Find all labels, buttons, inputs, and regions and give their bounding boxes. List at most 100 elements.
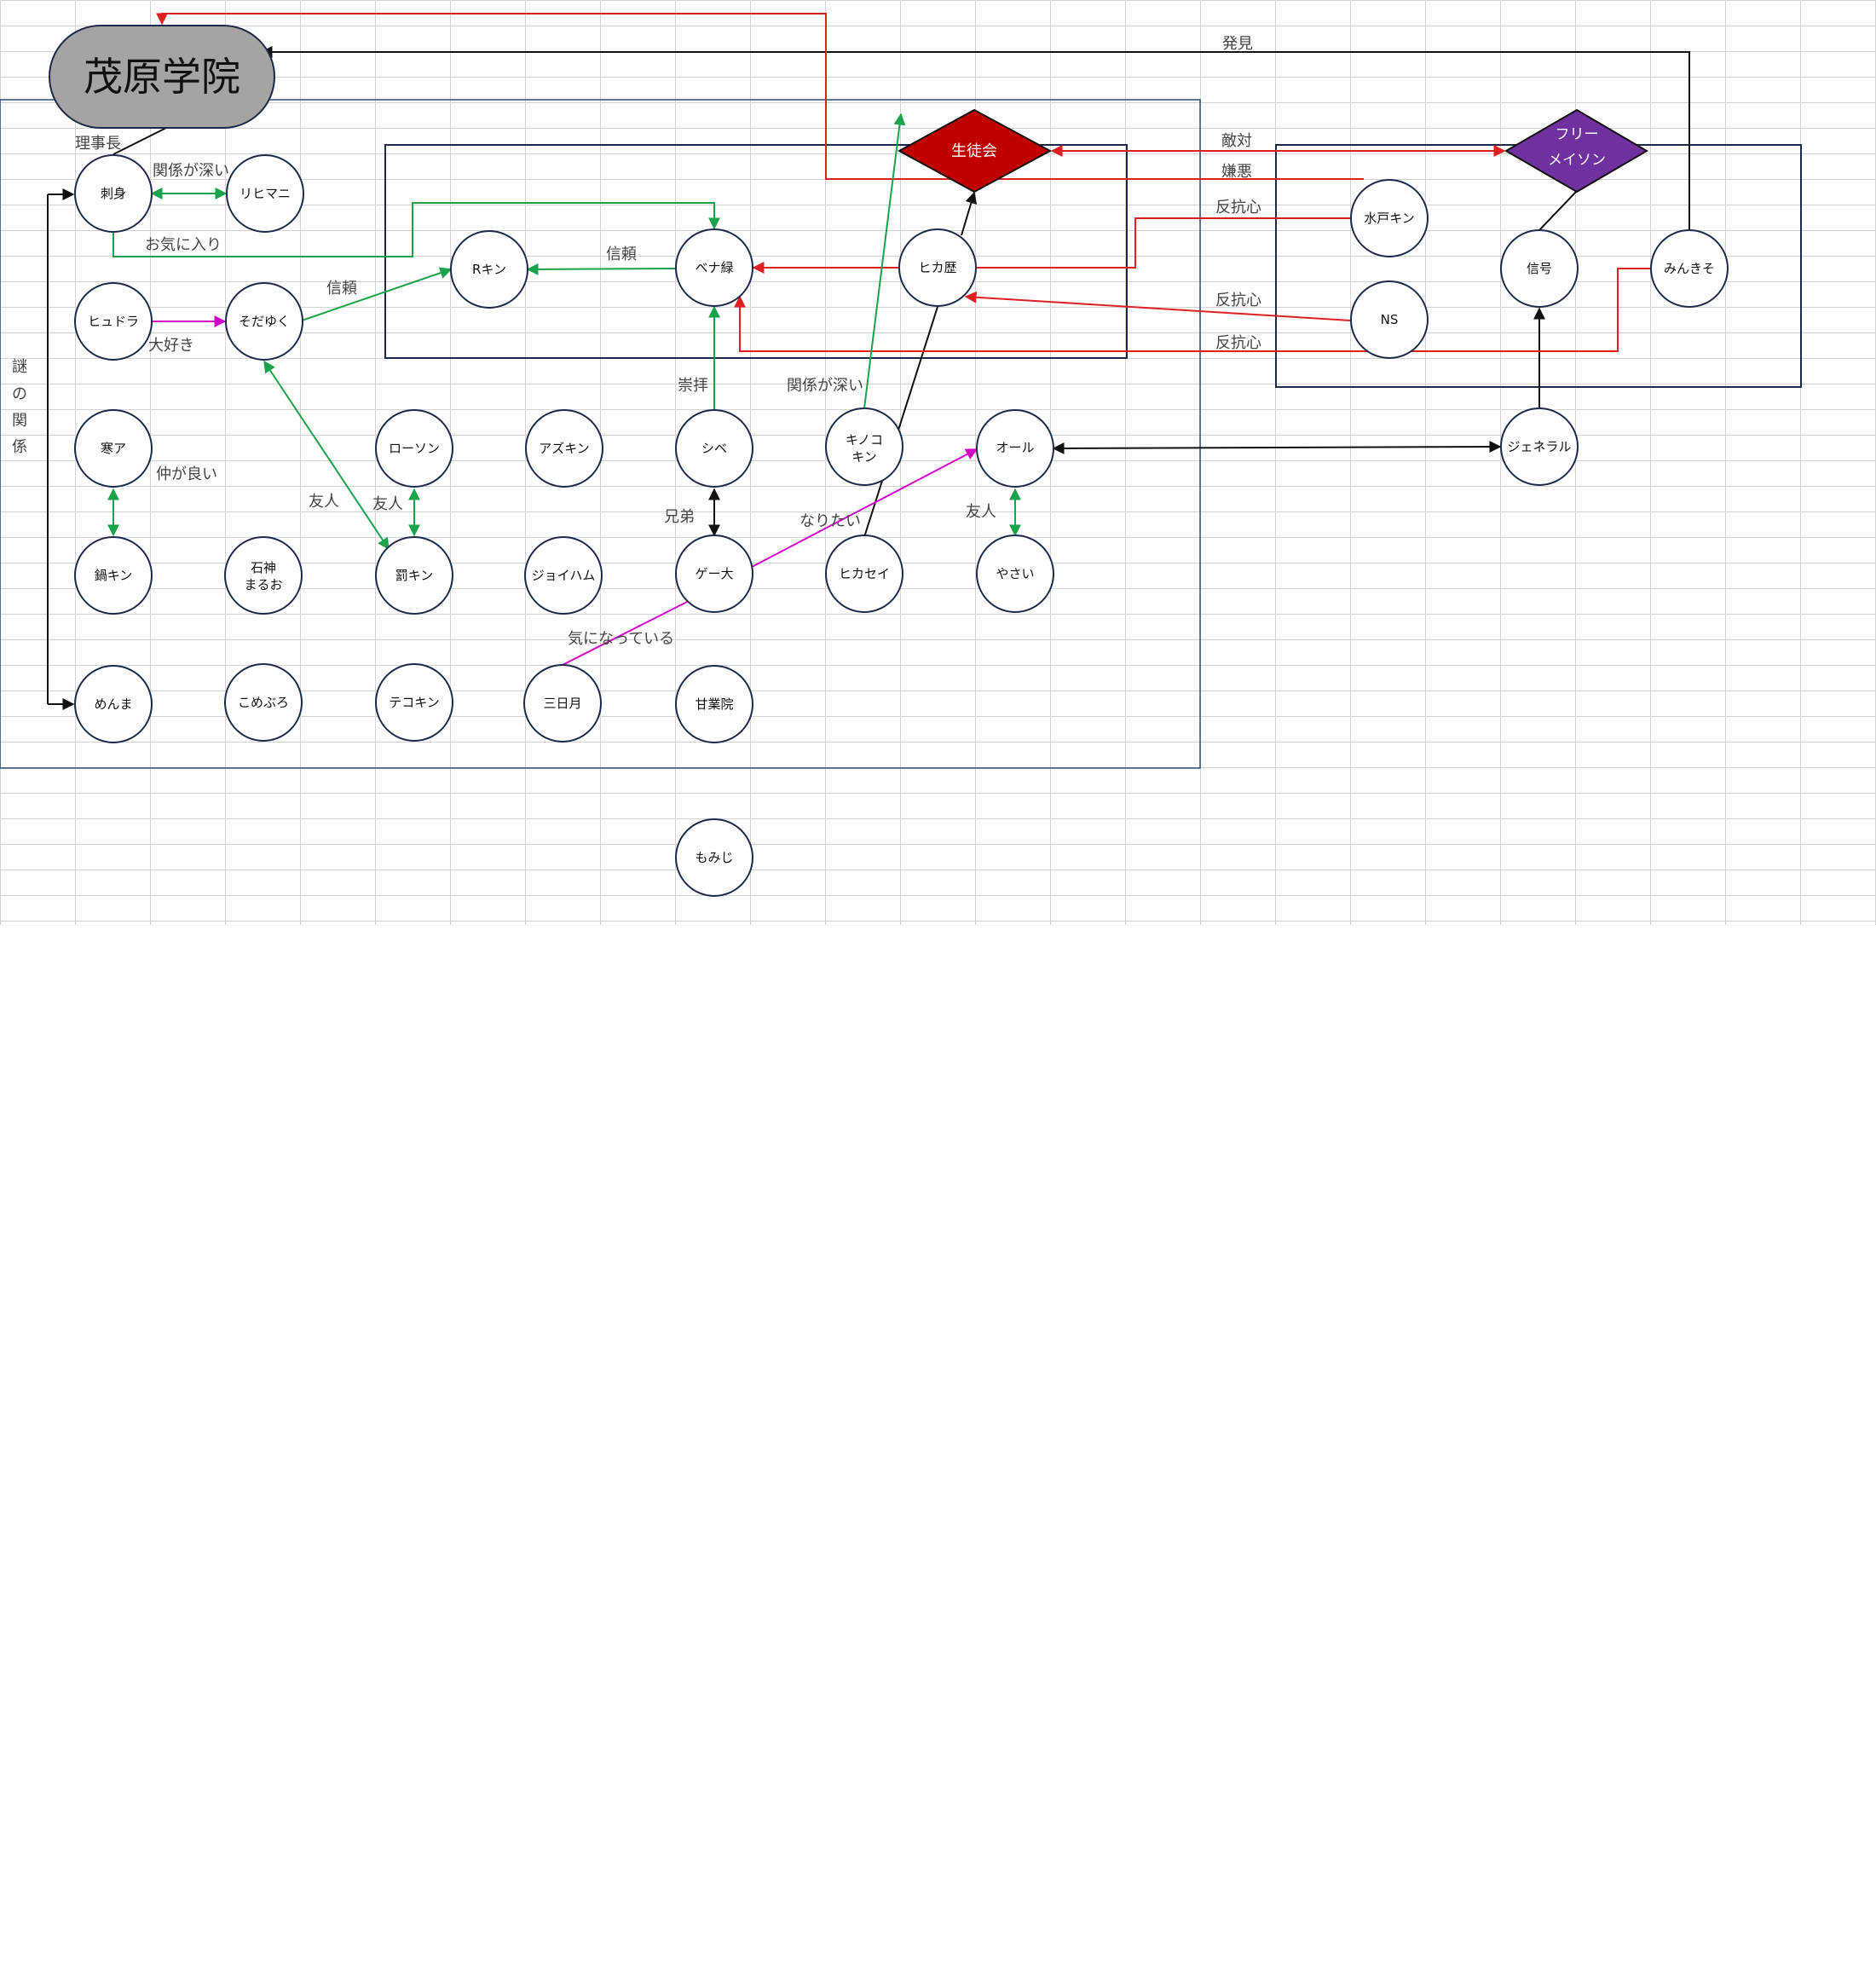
connector-school-sashimi: [113, 127, 167, 155]
label-rijicho: 理事長: [75, 135, 121, 153]
label-okiniiri: お気に入り: [145, 236, 222, 254]
node-momiji[interactable]: もみじ: [675, 818, 753, 897]
label-hankoshin-2: 反抗心: [1215, 292, 1261, 309]
node-kinokokin[interactable]: キノコ キン: [825, 407, 903, 486]
connector-sodayuku-rkin: [301, 267, 453, 321]
student-council-frame: [384, 144, 1128, 359]
node-hikasei[interactable]: ヒカセイ: [825, 535, 903, 613]
connector-shingo-freemason: [1538, 190, 1578, 231]
label-kyodai: 兄弟: [664, 508, 695, 526]
node-kangyoin[interactable]: 甘業院: [675, 665, 753, 743]
node-rkin[interactable]: Rキン: [450, 230, 528, 309]
node-kana[interactable]: 寒ア: [74, 409, 153, 488]
node-label: もみじ: [695, 850, 733, 865]
node-batsukin[interactable]: 罰キン: [375, 536, 453, 615]
node-label: 鍋キン: [95, 568, 133, 583]
label-hakken: 発見: [1222, 35, 1253, 53]
label-naritai: なりたい: [799, 512, 861, 530]
label-yujin-3: 友人: [966, 503, 996, 521]
node-label: リヒマニ: [240, 186, 291, 201]
node-oru[interactable]: オール: [976, 409, 1054, 488]
node-ishigami[interactable]: 石神 まるお: [224, 536, 303, 615]
node-label: ジェネラル: [1507, 439, 1571, 454]
node-shibe[interactable]: シベ: [675, 409, 753, 488]
node-label: 刺身: [101, 186, 126, 201]
node-mitokin[interactable]: 水戸キン: [1350, 179, 1429, 257]
student-council-node[interactable]: 生徒会: [897, 108, 1053, 194]
school-name: 茂原学院: [84, 54, 240, 100]
connector-minkiso-benamidori: [734, 268, 1650, 352]
node-getai[interactable]: ゲー大: [675, 535, 753, 613]
node-label: ヒュドラ: [88, 314, 139, 329]
node-label: 甘業院: [695, 696, 733, 712]
connector-minkiso-school: [260, 46, 1690, 232]
node-label: 三日月: [543, 696, 581, 711]
node-label-line1: 石神: [251, 560, 276, 575]
label-yujin-1: 友人: [309, 493, 339, 511]
node-hikareki[interactable]: ヒカ歴: [898, 228, 977, 307]
label-daisuki: 大好き: [148, 337, 194, 355]
label-shinrai-1: 信頼: [326, 280, 357, 298]
node-label-line2: まるお: [244, 577, 282, 592]
node-lawson[interactable]: ローソン: [375, 409, 453, 488]
connector-mikazuki-getai: [562, 600, 690, 666]
connector-mitokin-school: [156, 13, 1364, 180]
node-ns[interactable]: NS: [1350, 280, 1429, 359]
node-komebuaro[interactable]: こめぶろ: [224, 663, 303, 742]
label-hankoshin-3: 反抗心: [1215, 334, 1261, 352]
node-benamidori[interactable]: ベナ緑: [675, 228, 753, 307]
freemason-label-line2: メイソン: [1548, 152, 1606, 169]
node-label-line2: キン: [851, 449, 877, 465]
connector-ns-hikareki: [964, 291, 1352, 321]
node-label: Rキン: [472, 262, 506, 277]
connector-getai-oru: [751, 448, 978, 568]
node-label: 信号: [1527, 261, 1552, 276]
label-shinrai-2: 信頼: [606, 246, 637, 263]
freemason-label-line1: フリー: [1556, 126, 1599, 143]
node-mikazuki[interactable]: 三日月: [523, 664, 602, 743]
connector-oru-general: [1052, 441, 1502, 454]
node-label: テコキン: [389, 695, 440, 710]
node-label: ゲー大: [695, 566, 733, 581]
node-azukin[interactable]: アズキン: [525, 409, 603, 488]
label-kininatteiru: 気になっている: [568, 630, 674, 648]
node-label: 罰キン: [395, 568, 434, 583]
school-frame: [0, 99, 1201, 769]
node-general[interactable]: ジェネラル: [1500, 407, 1579, 486]
student-council-label: 生徒会: [951, 142, 997, 160]
label-suhai: 崇拝: [678, 377, 708, 395]
connector-mitokin-hikareki: [977, 217, 1351, 269]
node-yasai[interactable]: やさい: [976, 535, 1054, 613]
node-tekokin[interactable]: テコキン: [375, 663, 453, 742]
freemason-node[interactable]: フリー メイソン: [1504, 108, 1648, 194]
node-label: ヒカ歴: [918, 260, 956, 275]
node-rihimani[interactable]: リヒマニ: [226, 154, 304, 233]
node-nabekin[interactable]: 鍋キン: [74, 536, 153, 615]
node-joiham[interactable]: ジョイハム: [524, 536, 603, 615]
label-keno: 嫌悪: [1221, 163, 1252, 181]
node-sashimi[interactable]: 刺身: [74, 154, 153, 233]
connector-sodayuku-batsukin: [263, 360, 390, 551]
node-hyudora[interactable]: ヒュドラ: [74, 282, 153, 361]
node-shingo[interactable]: 信号: [1500, 229, 1579, 308]
node-label: めんま: [94, 696, 132, 712]
node-minkiso[interactable]: みんきそ: [1650, 229, 1729, 308]
node-menma[interactable]: めんま: [74, 665, 153, 743]
node-label: ローソン: [389, 441, 440, 456]
node-label: ベナ緑: [695, 260, 733, 275]
node-label-line1: キノコ: [846, 432, 883, 448]
label-nazo-3: 関: [12, 412, 27, 430]
node-label: 水戸キン: [1364, 211, 1415, 226]
node-sodayuku[interactable]: そだゆく: [225, 282, 303, 361]
school-node[interactable]: 茂原学院: [49, 25, 275, 129]
label-nazo-2: の: [12, 385, 27, 403]
label-nazo-1: 謎: [12, 358, 27, 376]
node-label: アズキン: [539, 441, 590, 456]
node-label: 寒ア: [101, 441, 126, 456]
connector-hikareki-council: [961, 191, 978, 236]
label-kankei-fukai-2: 関係が深い: [787, 377, 863, 395]
node-label: ヒカセイ: [839, 566, 890, 581]
label-nakagayoi: 仲が良い: [156, 465, 217, 483]
node-label: みんきそ: [1664, 261, 1715, 276]
